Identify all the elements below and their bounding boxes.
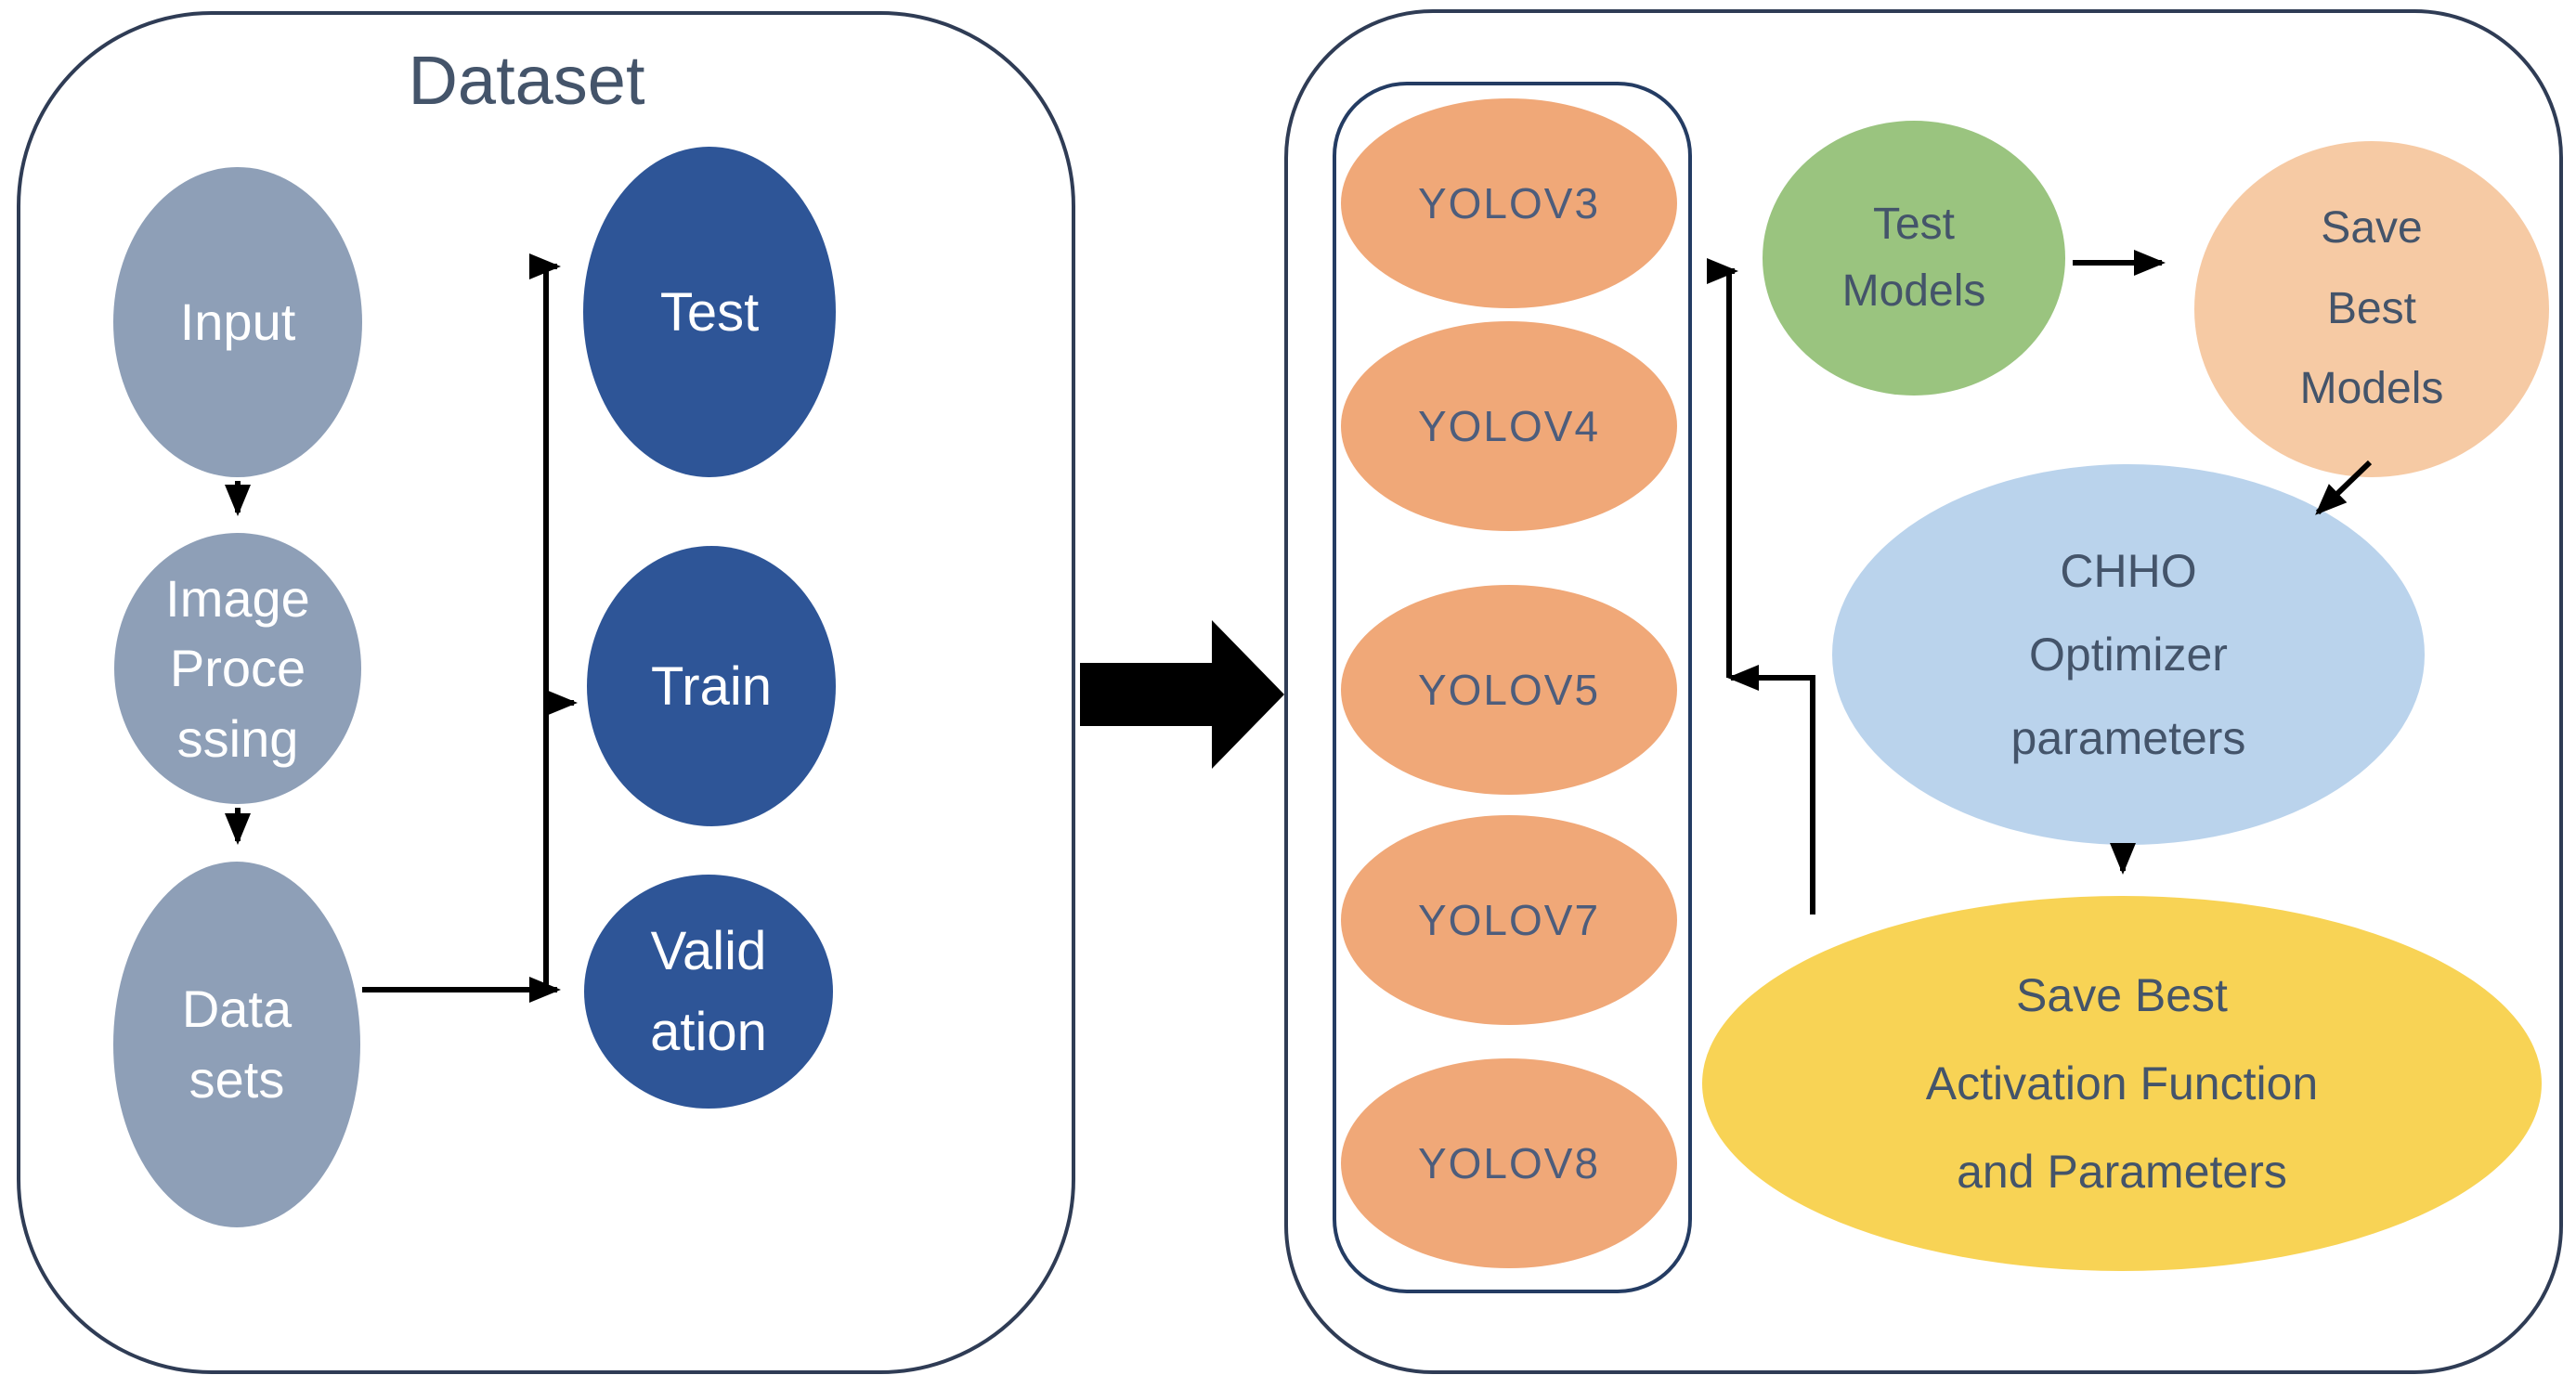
test-node-label: Test (659, 281, 760, 343)
dataset-panel-title: Dataset (408, 42, 645, 119)
save-best-models-node: Save Best Models (2194, 141, 2549, 477)
input-node-label: Input (179, 292, 296, 352)
train-node: Train (587, 546, 836, 826)
test-models-line-1: Test (1872, 200, 1956, 249)
image-processing-line-1: Image (165, 568, 310, 628)
yolov7-label: YOLOV7 (1417, 896, 1601, 944)
yolov4-node: YOLOV4 (1341, 321, 1677, 531)
yolo-models-container (1333, 82, 1692, 1293)
save-best-activation-node: Save Best Activation Function and Parame… (1702, 896, 2542, 1271)
yolov8-node: YOLOV8 (1341, 1058, 1677, 1268)
image-processing-node: Image Proce ssing (114, 533, 361, 804)
validation-line-1: Valid (650, 921, 767, 981)
yolov7-node: YOLOV7 (1341, 815, 1677, 1025)
input-node: Input (113, 167, 362, 477)
test-models-node: Test Models (1763, 121, 2065, 396)
yolov5-node: YOLOV5 (1341, 585, 1677, 795)
datasets-line-1: Data (181, 979, 293, 1039)
panel-transition-arrow-icon (1080, 620, 1284, 769)
validation-line-2: ation (650, 1002, 767, 1062)
save-best-activation-line-2: Activation Function (1925, 1057, 2319, 1109)
yolov4-label: YOLOV4 (1417, 402, 1601, 450)
chho-line-3: parameters (2010, 712, 2246, 764)
yolov3-label: YOLOV3 (1417, 179, 1601, 227)
image-processing-line-2: Proce (169, 639, 306, 698)
datasets-line-2: sets (189, 1050, 285, 1109)
save-best-models-line-1: Save (2321, 203, 2423, 253)
train-node-label: Train (651, 655, 772, 717)
validation-node: Valid ation (584, 875, 833, 1109)
chho-line-2: Optimizer (2029, 629, 2228, 681)
yolov5-label: YOLOV5 (1417, 666, 1601, 714)
chho-line-1: CHHO (2060, 545, 2197, 597)
image-processing-line-3: ssing (176, 708, 299, 768)
yolov8-label: YOLOV8 (1417, 1139, 1601, 1187)
test-models-line-2: Models (1841, 266, 1986, 316)
save-best-models-line-3: Models (2299, 364, 2444, 414)
save-best-models-line-2: Best (2326, 283, 2417, 333)
save-best-activation-line-3: and Parameters (1957, 1145, 2287, 1198)
chho-optimizer-node: CHHO Optimizer parameters (1832, 464, 2425, 845)
yolov3-node: YOLOV3 (1341, 98, 1677, 308)
save-best-activation-line-1: Save Best (2016, 968, 2228, 1021)
datasets-node: Data sets (113, 862, 360, 1227)
test-node: Test (583, 147, 836, 477)
